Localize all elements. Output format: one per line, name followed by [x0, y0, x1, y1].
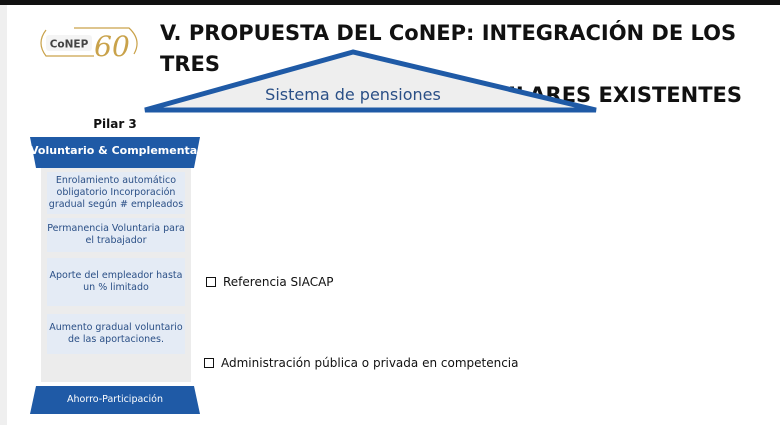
pillar-header: Voluntario & Complementario: [30, 137, 200, 168]
pillar-header-label: Voluntario & Complementario: [30, 144, 200, 157]
pillar-body: Enrolamiento automático obligatorio Inco…: [41, 168, 191, 382]
pillar-item: Enrolamiento automático obligatorio Inco…: [47, 172, 185, 214]
bullet-text: Referencia SIACAP: [223, 275, 334, 289]
checkbox-bullet-icon: [206, 277, 216, 287]
pillar-footer: Ahorro-Participación: [30, 386, 200, 414]
page-title: V. PROPUESTA DEL CoNEP: INTEGRACIÓN DE L…: [142, 18, 742, 111]
left-strip: [0, 5, 7, 425]
top-bar: [0, 0, 780, 5]
pillar-item: Aporte del empleador hasta un % limitado: [47, 258, 185, 306]
roof-triangle: [144, 49, 597, 113]
title-line-1: V. PROPUESTA DEL CoNEP: INTEGRACIÓN DE L…: [160, 21, 737, 76]
pillar-item: Aumento gradual voluntario de las aporta…: [47, 314, 185, 354]
svg-text:60: 60: [94, 30, 130, 63]
bullet-text: Administración pública o privada en comp…: [221, 356, 519, 370]
logo-text: CoNEP: [50, 39, 89, 51]
pillar-title: Pilar 3: [93, 117, 137, 131]
roof-label: Sistema de pensiones: [265, 85, 441, 104]
bullet-item: Referencia SIACAP: [206, 275, 334, 289]
pillar-footer-label: Ahorro-Participación: [67, 394, 163, 405]
bullet-item: Administración pública o privada en comp…: [204, 356, 518, 370]
conep-logo: CoNEP 60: [40, 27, 138, 63]
pillar-item: Permanencia Voluntaria para el trabajado…: [47, 218, 185, 252]
checkbox-bullet-icon: [204, 358, 214, 368]
